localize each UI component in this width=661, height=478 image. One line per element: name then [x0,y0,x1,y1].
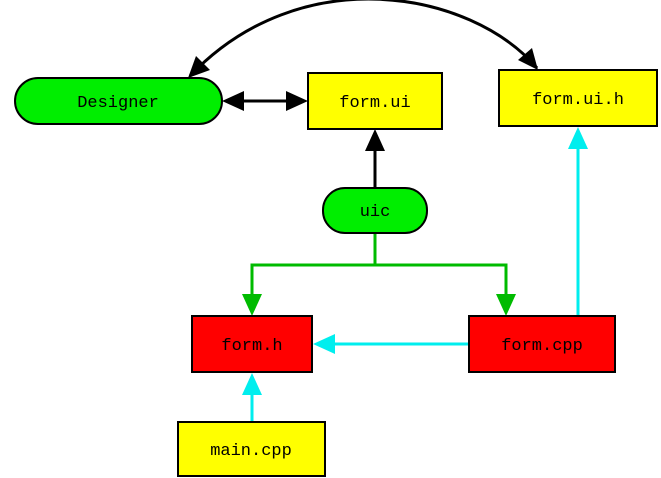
arrowhead-form-ui-left [286,91,308,111]
edge-uic-form-cpp [375,263,508,296]
node-form-cpp: form.cpp [468,315,616,373]
edge-designer-form-ui-h [188,0,539,78]
arrowhead-main-cpp-form-h [242,373,262,395]
arrowhead-form-cpp-form-ui-h [568,127,588,149]
arrowhead-designer [188,56,210,78]
arrowhead-designer-left [222,91,244,111]
arrowhead-uic-form-cpp [496,294,516,316]
node-designer: Designer [14,77,223,125]
node-form-cpp-label: form.cpp [501,337,583,356]
node-designer-label: Designer [77,94,159,113]
node-form-ui-h: form.ui.h [498,69,658,127]
node-form-ui: form.ui [307,72,443,130]
arrowhead-form-cpp-form-h [313,334,335,354]
node-main-cpp: main.cpp [177,421,326,477]
arrowhead-form-ui-h [518,48,538,70]
node-uic-label: uic [360,203,391,222]
node-form-h-label: form.h [221,337,282,356]
arrowhead-uic-form-ui [365,129,385,151]
arrowhead-uic-form-h [242,294,262,316]
edge-uic-form-h [250,233,377,296]
node-uic: uic [322,187,428,234]
node-form-ui-label: form.ui [339,94,410,113]
node-main-cpp-label: main.cpp [210,442,292,461]
node-form-ui-h-label: form.ui.h [532,91,624,110]
node-form-h: form.h [191,315,313,373]
